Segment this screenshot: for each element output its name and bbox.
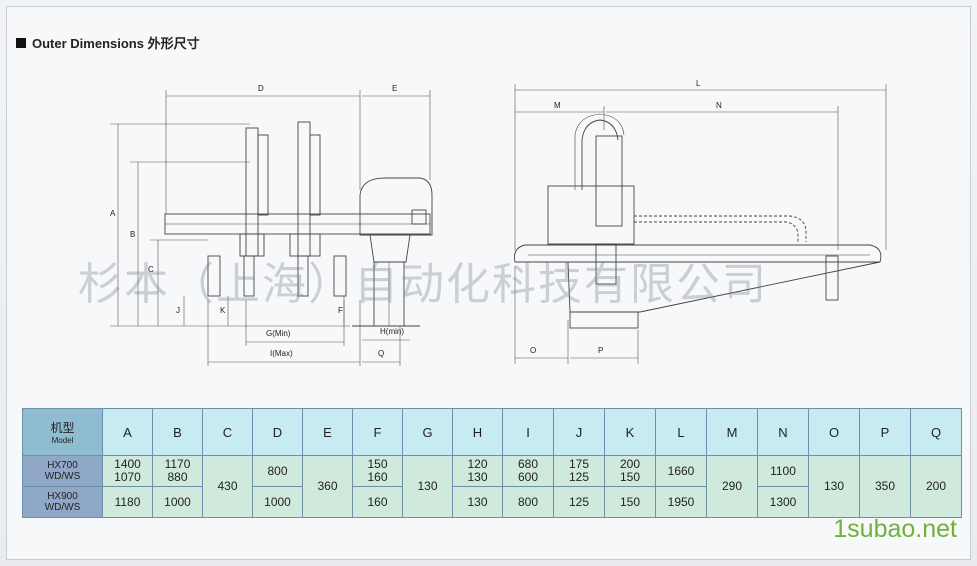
header-p: P — [859, 408, 911, 456]
header-l: L — [655, 408, 707, 456]
cell-p: 350 — [859, 455, 911, 518]
cell-hx900-h: 130 — [452, 486, 503, 518]
arm-right — [297, 121, 311, 257]
left-dimension-lines — [110, 90, 431, 366]
header-o: O — [808, 408, 860, 456]
cell-hx700-l: 1660 — [655, 455, 707, 487]
cell-hx900-j: 125 — [553, 486, 605, 518]
label-d: D — [258, 84, 264, 93]
arm-left — [245, 127, 259, 257]
header-m: M — [706, 408, 758, 456]
left-dimension-labels: D E A B C J K F G(Min) H(min) I(Max) Q — [110, 84, 404, 358]
cell-hx900-l: 1950 — [655, 486, 707, 518]
label-p: P — [598, 346, 603, 355]
traverse-unit — [547, 185, 635, 245]
cell-e: 360 — [302, 455, 353, 518]
header-n: N — [757, 408, 809, 456]
watermark-text: 杉本（上海）自动化科技有限公司 — [78, 259, 768, 310]
brand-watermark: 1subao.net — [833, 515, 957, 543]
header-k: K — [604, 408, 656, 456]
header-e: E — [302, 408, 353, 456]
label-h: H(min) — [380, 327, 404, 336]
right-dimension-labels: L M N O P — [530, 79, 722, 355]
cell-g: 130 — [402, 455, 453, 518]
header-f: F — [352, 408, 403, 456]
label-i: I(Max) — [270, 349, 293, 358]
label-k: K — [220, 306, 226, 315]
bullet-square-icon — [16, 37, 26, 48]
cell-hx700-d: 800 — [252, 455, 303, 487]
header-g: G — [402, 408, 453, 456]
right-machine-drawing — [514, 113, 882, 329]
label-l: L — [696, 79, 701, 88]
label-m: M — [554, 101, 561, 110]
header-q: Q — [910, 408, 962, 456]
cell-hx900-b: 1000 — [152, 486, 203, 518]
cell-hx900-d: 1000 — [252, 486, 303, 518]
cell-hx900-f: 160 — [352, 486, 403, 518]
header-row: 机型 Model A B C D E F G H I J K L M N O P… — [22, 408, 962, 456]
base-rail — [514, 244, 882, 263]
label-c: C — [148, 265, 154, 274]
cell-hx900-n: 1300 — [757, 486, 809, 518]
header-model: 机型 Model — [22, 408, 103, 456]
label-q: Q — [378, 349, 384, 358]
label-f: F — [338, 306, 343, 315]
cell-hx900-i: 800 — [502, 486, 554, 518]
cell-q: 200 — [910, 455, 962, 518]
section-title-text: Outer Dimensions 外形尺寸 — [32, 36, 200, 51]
header-a: A — [102, 408, 153, 456]
dimension-drawing: D E A B C J K F G(Min) H(min) I(Max) Q — [110, 79, 887, 366]
section-title: Outer Dimensions 外形尺寸 — [16, 33, 200, 52]
left-machine-drawing — [164, 121, 433, 327]
traverse-cabinet — [359, 177, 433, 236]
header-h: H — [452, 408, 503, 456]
label-b: B — [130, 230, 135, 239]
label-o: O — [530, 346, 536, 355]
cell-o: 130 — [808, 455, 860, 518]
header-c: C — [202, 408, 253, 456]
right-dimension-lines — [514, 84, 887, 364]
header-b: B — [152, 408, 203, 456]
label-j: J — [176, 306, 180, 315]
cell-m: 290 — [706, 455, 758, 518]
cell-hx900-k: 150 — [604, 486, 656, 518]
label-g: G(Min) — [266, 329, 291, 338]
label-e: E — [392, 84, 397, 93]
header-j: J — [553, 408, 605, 456]
label-a: A — [110, 209, 116, 218]
header-d: D — [252, 408, 303, 456]
cell-hx700-n: 1100 — [757, 455, 809, 487]
cell-hx900-a: 1180 — [102, 486, 153, 518]
spec-table: 机型 Model A B C D E F G H I J K L M N O P… — [22, 408, 962, 518]
cell-c: 430 — [202, 455, 253, 518]
header-i: I — [502, 408, 554, 456]
label-n: N — [716, 101, 722, 110]
